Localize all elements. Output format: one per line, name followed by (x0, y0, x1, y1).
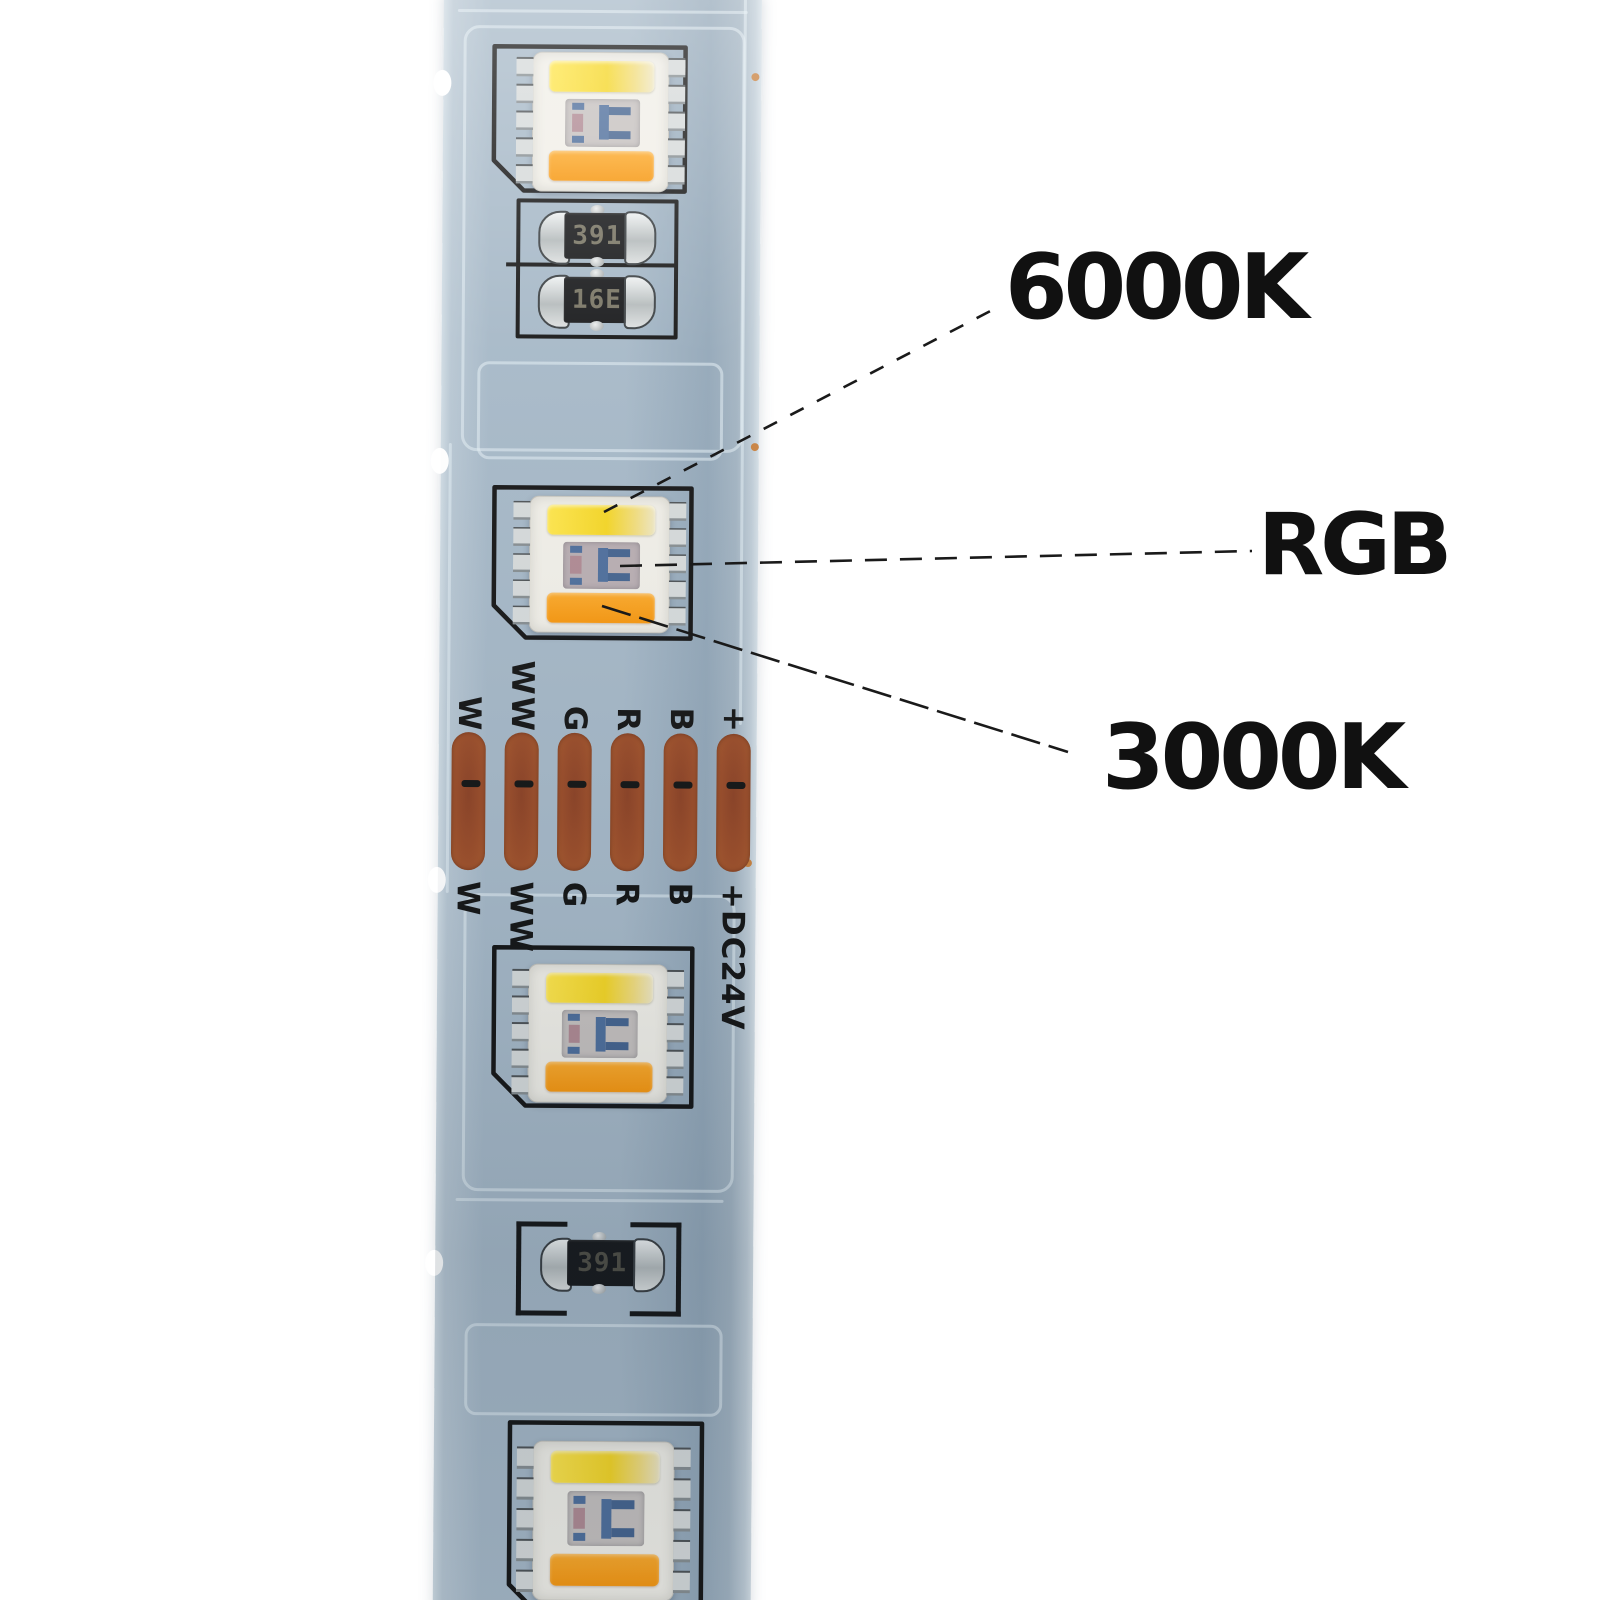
resistor-code: 391 (577, 1247, 628, 1279)
resistor-body: 391 (564, 212, 631, 260)
resistor: 16E (537, 274, 657, 330)
pad-label-bottom: W (449, 880, 486, 918)
led-module (491, 43, 689, 194)
led-module (490, 944, 695, 1109)
warm-white-phosphor (549, 1553, 660, 1587)
pad-label-top: B (662, 707, 700, 734)
led-module-annotated (490, 484, 694, 641)
pcb-trace (464, 1323, 723, 1417)
rgb-die-area (566, 1490, 645, 1547)
resistor: 391 (539, 1237, 666, 1293)
resistor-terminal (624, 211, 657, 266)
label-rgb: RGB (1258, 495, 1452, 595)
solder-pad-b (662, 733, 698, 872)
cool-white-phosphor (546, 504, 656, 536)
pad-label-bottom: B (661, 882, 698, 909)
pad-label-top: WW (503, 659, 541, 733)
pcb-trace (455, 1198, 724, 1203)
resistor-bracket-group: 391 (515, 1221, 682, 1317)
label-6000k: 6000K (1005, 235, 1309, 340)
rgb-die-area (561, 1009, 638, 1059)
pad-label-top: W (450, 695, 488, 733)
strip-edge-notch (427, 866, 446, 893)
pad-label-bottom: R (608, 882, 645, 909)
pad-cut-mark (567, 780, 587, 788)
pad-cut-mark (461, 780, 481, 788)
pad-label-bottom: G (555, 881, 592, 910)
resistor-terminal (632, 1238, 666, 1293)
pcb-trace (457, 8, 748, 15)
pad-cut-mark (726, 781, 746, 790)
resistor-body: 391 (566, 1239, 638, 1287)
led-package (528, 495, 671, 634)
cool-white-phosphor (550, 1451, 660, 1484)
pad-label-dc24v: +DC24V (713, 882, 751, 1031)
warm-white-phosphor (548, 150, 655, 182)
cool-white-phosphor (549, 60, 656, 92)
solder-pad-w (450, 731, 486, 871)
pad-cut-mark (514, 780, 534, 788)
pad-label-bottom: WW (502, 881, 539, 954)
strip-edge-notch (430, 447, 449, 474)
warm-white-phosphor (546, 592, 655, 623)
led-outline (491, 945, 695, 1109)
solder-pad-ww (503, 732, 539, 871)
pad-label-top: G (556, 705, 594, 733)
solder-pad-g (556, 732, 592, 871)
pad-label-top: + (715, 705, 753, 735)
resistor-body: 16E (563, 276, 631, 324)
led-package (527, 963, 669, 1104)
cool-white-phosphor (545, 972, 654, 1004)
resistor-group-outline: 391 16E (506, 198, 679, 340)
rgb-die-area (565, 98, 640, 148)
strip-edge-notch (433, 69, 452, 96)
led-package (531, 1440, 675, 1600)
copper-speck (750, 443, 759, 452)
pcb-trace (476, 361, 724, 461)
label-3000k: 3000K (1102, 705, 1406, 810)
led-package (531, 51, 670, 193)
pad-cut-mark (620, 781, 640, 789)
strip-edge-notch (425, 1249, 444, 1276)
resistor-code: 391 (572, 220, 623, 252)
led-strip-pcb: 391 16E (425, 0, 762, 1600)
pad-cut-mark (673, 781, 693, 789)
solder-pad-r (609, 733, 645, 872)
copper-speck (751, 73, 760, 82)
led-outline (506, 1420, 705, 1600)
warm-white-phosphor (544, 1061, 653, 1093)
resistor: 391 (538, 210, 657, 266)
resistor-terminal (623, 275, 657, 330)
pad-label-top: R (609, 707, 647, 734)
resistor-code: 16E (571, 284, 622, 316)
rgb-die-area (563, 541, 640, 590)
led-module (506, 1419, 705, 1600)
solder-pad-plus (715, 733, 751, 873)
